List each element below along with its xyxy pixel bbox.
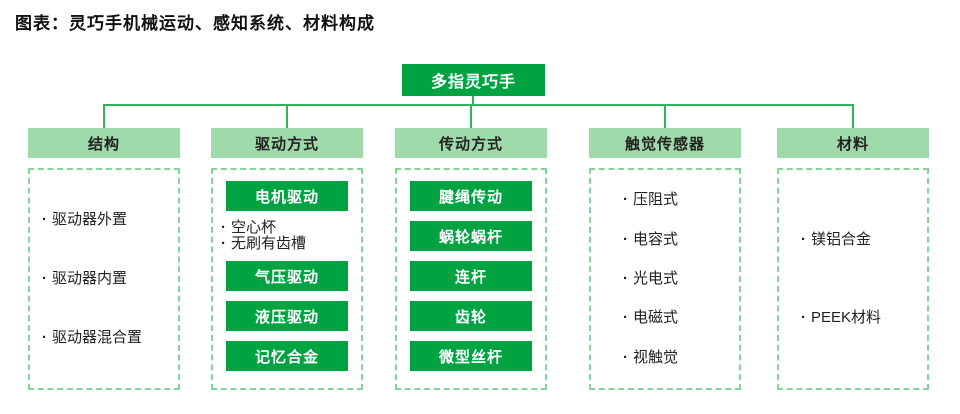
list-item: · 电容式 [623,231,739,249]
list-item-label: 镁铝合金 [811,230,872,248]
column-header-tactile-sensor: 触觉传感器 [589,128,741,158]
root-node: 多指灵巧手 [402,64,545,96]
list-item-label: 压阻式 [633,191,679,209]
bullet-dot: · [623,309,628,327]
column-body-tactile-sensor: · 压阻式 · 电容式 · 光电式 · 电磁式 · 视触觉 [589,168,741,390]
list-item: · 镁铝合金 [801,231,927,249]
connector-branch-structure [103,104,105,128]
column-body-material: · 镁铝合金 · PEEK材料 [777,168,929,390]
pill-hydraulic-drive: 液压驱动 [226,301,348,331]
sub-list-item-label: 无刷有齿槽 [231,235,307,252]
list-item: · 压阻式 [623,191,739,209]
connector-root-stub [472,96,474,105]
list-item: · PEEK材料 [801,309,927,327]
bullet-dot: · [623,230,628,248]
pill-memory-alloy: 记忆合金 [226,341,348,371]
list-item-label: 电磁式 [633,309,679,327]
bullet-dot: · [221,235,226,252]
bullet-dot: · [623,269,628,287]
connector-branch-material [852,104,854,128]
bullet-dot: · [801,309,806,327]
sub-item-list: · 空心杯 · 无刷有齿槽 [213,220,361,252]
list-item-label: 电容式 [633,230,679,248]
connector-trunk-line [103,104,854,106]
list-item: · 驱动器内置 [42,270,178,288]
column-transmission: 传动方式 腱绳传动 蜗轮蜗杆 连杆 齿轮 微型丝杆 [395,128,547,390]
list-item: · 驱动器外置 [42,211,178,229]
list-item: · 光电式 [623,270,739,288]
list-item-label: PEEK材料 [811,309,882,327]
pill-linkage: 连杆 [410,261,532,291]
page-title: 图表：灵巧手机械运动、感知系统、材料构成 [15,14,375,33]
bullet-dot: · [623,348,628,366]
column-structure: 结构 · 驱动器外置 · 驱动器内置 · 驱动器混合置 [28,128,180,390]
pill-motor-drive: 电机驱动 [226,181,348,211]
bullet-dot: · [623,191,628,209]
list-item-label: 驱动器外置 [52,211,128,228]
pill-tendon-drive: 腱绳传动 [410,181,532,211]
sub-list-item-label: 空心杯 [231,219,277,236]
list-item: · 驱动器混合置 [42,329,178,347]
column-body-transmission: 腱绳传动 蜗轮蜗杆 连杆 齿轮 微型丝杆 [395,168,547,390]
list-item-label: 驱动器内置 [52,270,128,287]
list-item-label: 光电式 [633,269,679,287]
column-header-drive-mode: 驱动方式 [211,128,363,158]
connector-branch-drive [286,104,288,128]
bullet-dot: · [801,230,806,248]
column-header-material: 材料 [777,128,929,158]
bullet-dot: · [42,211,47,228]
column-body-drive-mode: 电机驱动 · 空心杯 · 无刷有齿槽 气压驱动 液压驱动 记忆合金 [211,168,363,390]
column-header-structure: 结构 [28,128,180,158]
column-material: 材料 · 镁铝合金 · PEEK材料 [777,128,929,390]
pill-worm-gear: 蜗轮蜗杆 [410,221,532,251]
sub-list-item: · 无刷有齿槽 [221,236,361,252]
column-drive-mode: 驱动方式 电机驱动 · 空心杯 · 无刷有齿槽 气压驱动 液压驱动 记忆合金 [211,128,363,390]
list-item-label: 视触觉 [633,348,679,366]
pill-pneumatic-drive: 气压驱动 [226,261,348,291]
list-item-label: 驱动器混合置 [52,329,143,346]
connector-branch-transmission [470,104,472,128]
column-header-transmission: 传动方式 [395,128,547,158]
connector-branch-sensor [664,104,666,128]
list-item: · 视触觉 [623,349,739,367]
column-tactile-sensor: 触觉传感器 · 压阻式 · 电容式 · 光电式 · 电磁式 · 视触觉 [589,128,741,390]
column-body-structure: · 驱动器外置 · 驱动器内置 · 驱动器混合置 [28,168,180,390]
pill-micro-leadscrew: 微型丝杆 [410,341,532,371]
bullet-dot: · [221,219,226,236]
bullet-dot: · [42,329,47,346]
pill-gear: 齿轮 [410,301,532,331]
bullet-dot: · [42,270,47,287]
list-item: · 电磁式 [623,309,739,327]
sub-list-item: · 空心杯 [221,220,361,236]
